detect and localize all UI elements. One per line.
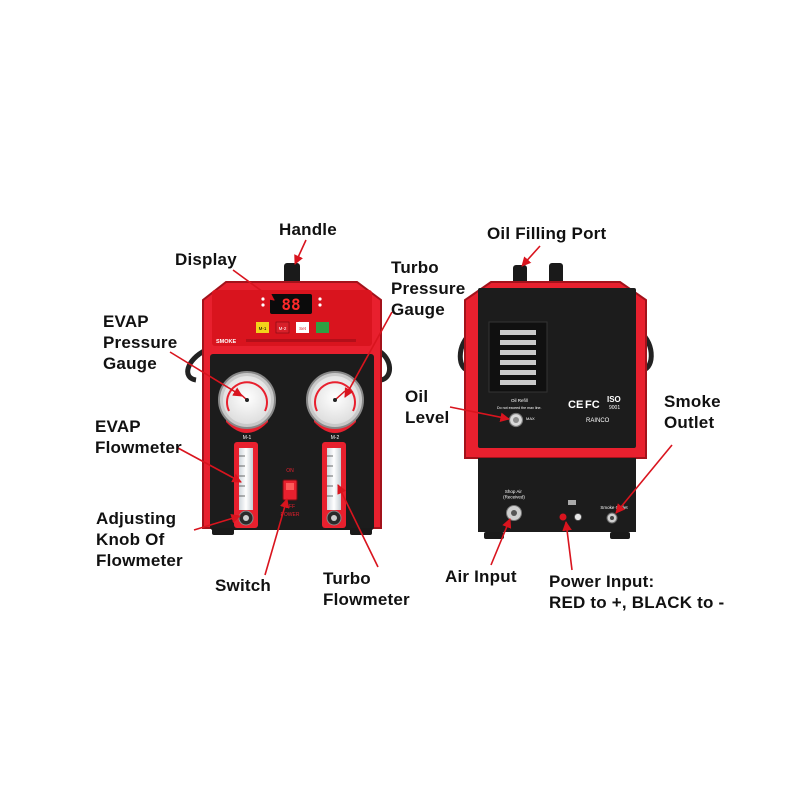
evap-pressure-gauge-label: EVAP Pressure Gauge xyxy=(103,312,178,373)
m2-button-label: M-2 xyxy=(279,326,287,331)
turbo-gauge-needle xyxy=(334,390,346,401)
shop-air-tag-line: Shop Air xyxy=(505,489,523,494)
smoke-outlet-tag: Smoke Outlet xyxy=(600,505,628,510)
turbo-gauge-hub xyxy=(333,398,337,402)
arrow-smoke-outlet xyxy=(615,444,673,514)
iso-number: 9001 xyxy=(609,405,620,411)
oil-max-mark: MAX xyxy=(526,416,535,421)
set-button-label: Set xyxy=(299,326,307,331)
top-control-panel xyxy=(212,290,372,346)
arrow-oil-level xyxy=(449,406,510,422)
switch-label: Switch xyxy=(215,576,271,595)
turbo-flowmeter-ticks xyxy=(327,455,333,497)
indicator-led xyxy=(261,303,265,307)
evap-gauge-scale xyxy=(226,381,268,412)
fc-mark: FC xyxy=(585,399,600,411)
set-button[interactable] xyxy=(296,322,309,333)
arrow-turbo-flowmeter xyxy=(337,484,379,568)
display-digits: 88 xyxy=(281,295,300,314)
back-handle-knob xyxy=(549,263,563,285)
left-cable xyxy=(185,347,208,383)
handle-knob[interactable] xyxy=(284,263,300,285)
switch-power-label: POWER xyxy=(281,512,300,518)
arrow-evap-flowmeter xyxy=(177,447,242,483)
turbo-pressure-gauge-label: Turbo Pressure Gauge xyxy=(391,258,466,319)
back-foot-right xyxy=(610,532,630,539)
evap-flowmeter-ticks xyxy=(239,455,245,497)
arrow-handle xyxy=(294,239,307,265)
evap-gauge-tag: M-1 xyxy=(243,435,252,441)
callout-arrows xyxy=(169,239,673,576)
oil-level-label: Oil Level xyxy=(405,387,450,427)
m1-button[interactable] xyxy=(256,322,269,333)
smoke-outlet-nozzle-core xyxy=(610,516,614,520)
ce-mark: CE xyxy=(568,399,583,411)
panel-strip xyxy=(246,339,356,342)
shop-air-tag: Shop Air (Received) xyxy=(503,489,525,500)
digital-display xyxy=(270,294,312,314)
turbo-flowmeter-tube xyxy=(327,448,341,510)
power-input-red-terminal[interactable] xyxy=(559,513,567,521)
indicator-led xyxy=(318,303,322,307)
vent-coils xyxy=(500,330,536,385)
power-input-black-terminal[interactable] xyxy=(574,513,582,521)
arrow-evap-pressure-gauge xyxy=(169,351,243,397)
turbo-gauge-tag: M-2 xyxy=(331,435,340,441)
air-input-fitting-core xyxy=(511,510,517,516)
air-input-label: Air Input xyxy=(445,567,517,586)
power-switch-rocker xyxy=(286,483,294,490)
smoke-outlet-label: Smoke Outlet xyxy=(664,392,721,432)
shop-air-tag-line: (Received) xyxy=(503,495,525,500)
back-foot-left xyxy=(484,532,504,539)
arrow-display xyxy=(232,269,275,301)
panel-buttons: M-1 M-2 Set xyxy=(256,321,329,334)
arrow-oil-filling-port xyxy=(521,245,541,267)
arrow-air-input xyxy=(490,518,512,566)
arrow-adjusting-knob xyxy=(193,513,241,531)
back-unit: CE FC ISO 9001 RAINCO Oil Refill Do not … xyxy=(457,263,654,539)
oil-filling-port-cap[interactable] xyxy=(513,265,527,285)
flowmeter-adjusting-knob-cap xyxy=(243,515,249,521)
turbo-gauge-scale xyxy=(314,381,356,412)
indicator-led xyxy=(318,297,322,301)
handle-label: Handle xyxy=(279,220,337,239)
start-button[interactable] xyxy=(316,322,329,333)
oil-refill-warning: Do not exceed the max line. xyxy=(497,406,542,410)
oil-refill-label: Oil Refill xyxy=(511,398,528,403)
turbo-flowmeter-label: Turbo Flowmeter xyxy=(323,569,410,609)
power-input-label: Power Input: RED to +, BLACK to - xyxy=(549,572,725,612)
switch-off-label: OFF xyxy=(285,504,295,510)
arrow-turbo-pressure-gauge xyxy=(344,311,393,398)
m2-button[interactable] xyxy=(275,321,290,334)
oil-level-glass-center xyxy=(513,417,519,423)
adjusting-knob-label: Adjusting Knob Of Flowmeter xyxy=(96,509,183,570)
evap-flowmeter-tube xyxy=(239,448,253,510)
arrow-power-input xyxy=(562,521,573,571)
evap-gauge-hub xyxy=(245,398,249,402)
evap-flowmeter-label: EVAP Flowmeter xyxy=(95,417,182,457)
oil-filling-port-label: Oil Filling Port xyxy=(487,224,607,243)
turbo-flowmeter-knob-cap xyxy=(331,515,337,521)
front-unit: 88 M-1 M-2 Set SMOKE M-1 xyxy=(185,263,392,535)
iso-mark: ISO xyxy=(607,395,621,404)
front-foot-left xyxy=(212,528,234,535)
arrow-switch xyxy=(264,498,290,576)
display-label: Display xyxy=(175,250,237,269)
brand-label: SMOKE xyxy=(216,339,237,345)
power-fuse xyxy=(568,500,576,505)
m1-button-label: M-1 xyxy=(259,326,267,331)
switch-on-label: ON xyxy=(286,468,294,474)
indicator-led xyxy=(261,297,265,301)
maker-label: RAINCO xyxy=(586,418,610,424)
